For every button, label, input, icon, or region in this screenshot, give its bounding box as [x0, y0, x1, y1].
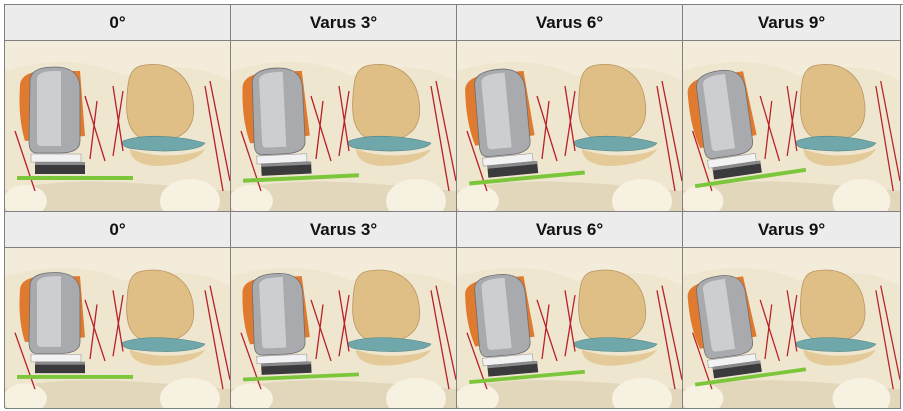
column-header-row1-0: 0° [5, 5, 231, 41]
knee-image-row2-varus3 [231, 248, 457, 409]
knee-implant-illustration [457, 248, 682, 408]
knee-image-row1-varus6 [457, 41, 683, 212]
knee-implant-illustration [5, 41, 230, 211]
knee-implant-illustration [457, 41, 682, 211]
comparison-grid: 0° Varus 3° Varus 6° Varus 9° 0° Varus 3… [4, 4, 903, 408]
column-header-row2-varus9: Varus 9° [683, 212, 901, 248]
knee-image-row1-0 [5, 41, 231, 212]
knee-implant-illustration [231, 41, 456, 211]
knee-implant-illustration [5, 248, 230, 408]
column-header-row2-varus6: Varus 6° [457, 212, 683, 248]
knee-image-row2-varus6 [457, 248, 683, 409]
knee-image-row1-varus3 [231, 41, 457, 212]
knee-image-row2-0 [5, 248, 231, 409]
knee-implant-illustration [683, 41, 900, 211]
column-header-row1-varus9: Varus 9° [683, 5, 901, 41]
knee-implant-illustration [231, 248, 456, 408]
column-header-row2-varus3: Varus 3° [231, 212, 457, 248]
knee-implant-illustration [683, 248, 900, 408]
knee-image-row2-varus9 [683, 248, 901, 409]
knee-image-row1-varus9 [683, 41, 901, 212]
column-header-row2-0: 0° [5, 212, 231, 248]
column-header-row1-varus6: Varus 6° [457, 5, 683, 41]
column-header-row1-varus3: Varus 3° [231, 5, 457, 41]
